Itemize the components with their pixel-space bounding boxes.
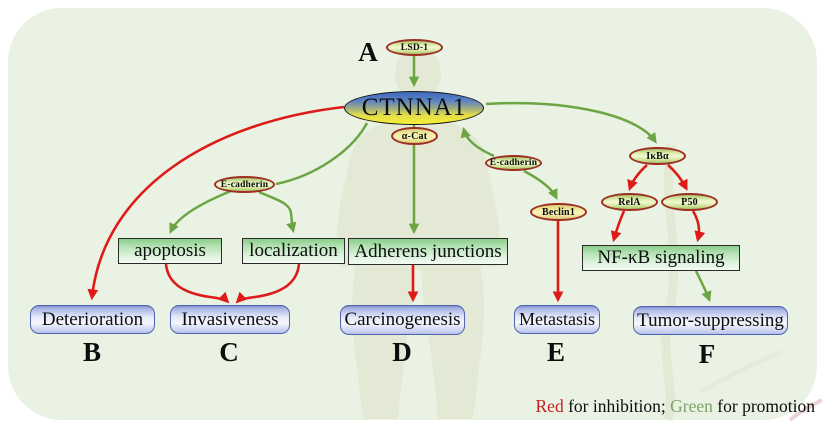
process-box-apoptosis: apoptosis xyxy=(118,238,222,264)
outcome-box-metastasis: Metastasis xyxy=(514,305,600,334)
inhibition-edges xyxy=(87,105,706,304)
panel-label-d: D xyxy=(392,336,412,367)
legend-red-desc: for inhibition; xyxy=(563,396,671,416)
process-box-localization: localization xyxy=(242,238,345,264)
node-beclin1: Beclin1 xyxy=(530,203,587,221)
panel-label-c: C xyxy=(219,336,239,367)
process-box-nfkb-signaling: NF-κB signaling xyxy=(582,245,740,271)
edge-ikba-p50 xyxy=(667,164,688,191)
outcome-box-deterioration: Deterioration xyxy=(30,305,155,334)
legend-green-term: Green xyxy=(670,396,713,416)
process-box-adherens-junctions: Adherens junctions xyxy=(348,238,508,265)
edge-rela-nfkb xyxy=(610,210,626,243)
outcome-box-carcinogenesis: Carcinogenesis xyxy=(340,305,465,335)
panel-label-a: A xyxy=(358,36,378,67)
node-e-cadherin-right: E-cadherin xyxy=(485,155,542,171)
panel-label-e: E xyxy=(546,336,565,367)
legend-green-desc: for promotion xyxy=(712,396,815,416)
node-rela: RelA xyxy=(601,193,658,211)
legend-red-term: Red xyxy=(535,396,564,416)
edge-nfkb-tumorsuppressing xyxy=(694,270,712,302)
edge-ecadherin-ctnna1 xyxy=(460,126,495,158)
node-lsd1: LSD-1 xyxy=(386,39,443,56)
edge-ecadherin-beclin1 xyxy=(523,169,558,200)
edge-ctnna1-ikba xyxy=(485,101,657,144)
promotion-edges xyxy=(169,56,712,302)
color-legend: Red for inhibition; Green for promotion xyxy=(536,396,816,417)
node-ikb-alpha: IκBα xyxy=(629,147,686,165)
edge-ctnna1-deterioration xyxy=(87,105,345,301)
edge-ecadherin-apoptosis xyxy=(169,189,232,234)
node-e-cadherin-left: E-cadherin xyxy=(214,176,275,193)
node-ctnna1: CTNNA1 xyxy=(344,91,484,125)
outcome-box-invasiveness: Invasiveness xyxy=(170,305,290,334)
outcome-box-tumor-suppressing: Tumor-suppressing xyxy=(633,306,788,335)
edge-apoptosis-invasiveness xyxy=(164,263,230,304)
edge-localization-invasiveness xyxy=(235,263,301,304)
edge-ikba-rela xyxy=(627,164,648,192)
edge-ctnna1-ecadherin-left xyxy=(275,122,369,186)
panel-label-f: F xyxy=(698,338,716,369)
edge-ecadherin-localization xyxy=(258,190,297,234)
panel-label-b: B xyxy=(82,336,101,367)
node-p50: P50 xyxy=(661,193,718,211)
edge-p50-nfkb xyxy=(691,210,706,243)
node-alpha-cat: α-Cat xyxy=(391,127,438,145)
